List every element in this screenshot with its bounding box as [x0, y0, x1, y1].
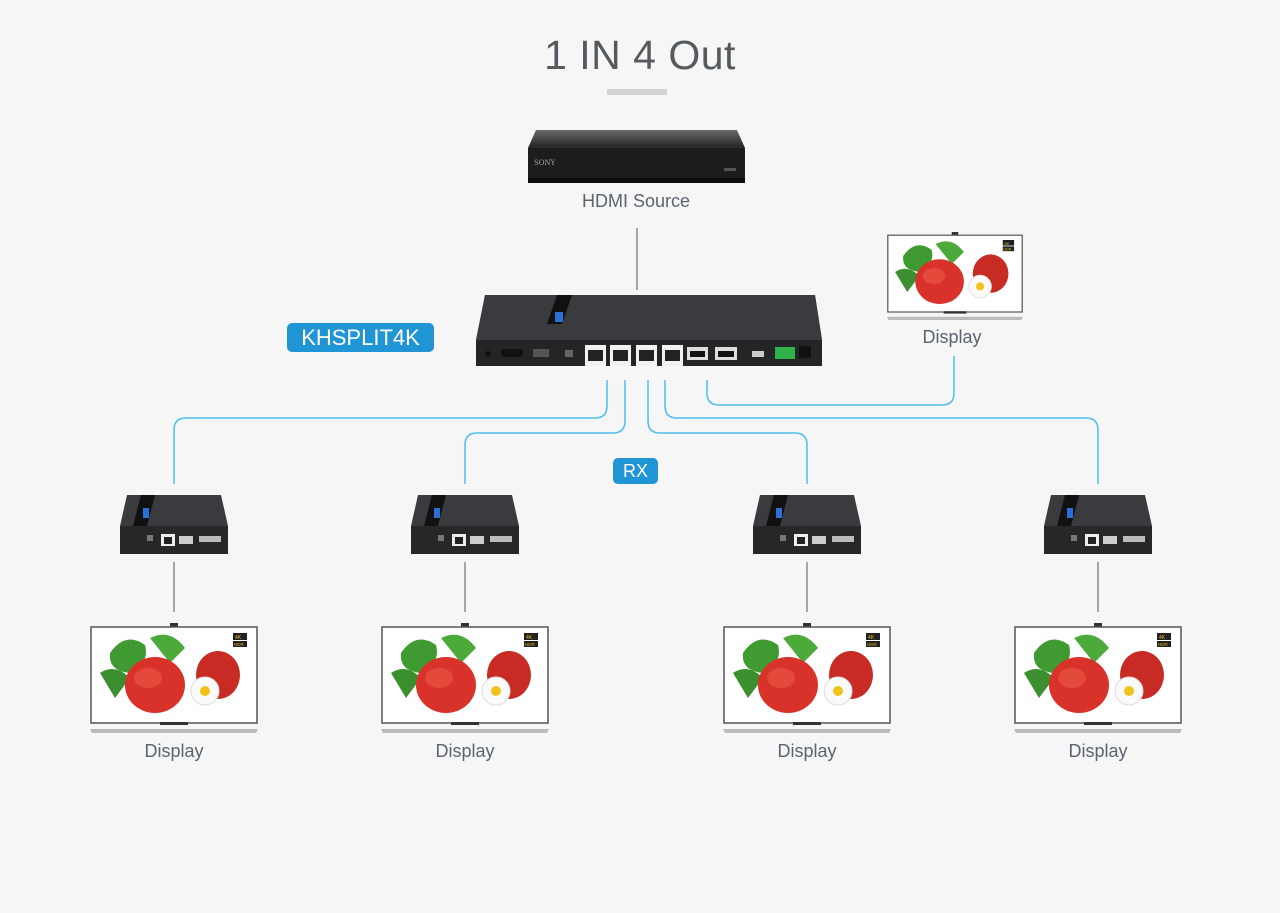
hdmi-source-label: HDMI Source — [581, 191, 691, 211]
title-underline — [607, 89, 667, 95]
rx-receiver-1 — [119, 494, 229, 556]
svg-text:HDR: HDR — [525, 642, 535, 647]
cable-to-rx2 — [464, 380, 626, 484]
svg-text:4K: 4K — [1159, 635, 1166, 641]
svg-text:4K: 4K — [868, 635, 875, 641]
svg-text:4K: 4K — [235, 635, 242, 641]
rx-badge: RX — [613, 458, 658, 484]
cable-to-rx3 — [647, 380, 808, 484]
display-label: Display — [144, 741, 204, 761]
svg-text:HDR: HDR — [1004, 247, 1012, 251]
svg-text:HDR: HDR — [234, 642, 244, 647]
display-label: Display — [922, 327, 982, 347]
rx-receiver-2 — [410, 494, 520, 556]
display-label: Display — [1068, 741, 1128, 761]
cable-to-rx4 — [664, 380, 1099, 484]
svg-text:HDR: HDR — [867, 642, 877, 647]
splitter-model-badge: KHSPLIT4K — [287, 323, 434, 352]
diagram-title: 1 IN 4 Out — [544, 32, 736, 78]
svg-text:4K: 4K — [526, 635, 533, 641]
svg-text:SONY: SONY — [534, 159, 556, 167]
hdmi-source-player: SONY — [528, 130, 745, 183]
cable-to-rx1 — [173, 380, 608, 484]
hdmi-out-to-local-display — [706, 356, 955, 406]
display-label: Display — [777, 741, 837, 761]
svg-text:4K: 4K — [1004, 241, 1009, 246]
khsplit4k-splitter — [475, 294, 823, 369]
display-label: Display — [435, 741, 495, 761]
svg-text:HDR: HDR — [1158, 642, 1168, 647]
rx-receiver-4 — [1043, 494, 1153, 556]
rx-receiver-3 — [752, 494, 862, 556]
